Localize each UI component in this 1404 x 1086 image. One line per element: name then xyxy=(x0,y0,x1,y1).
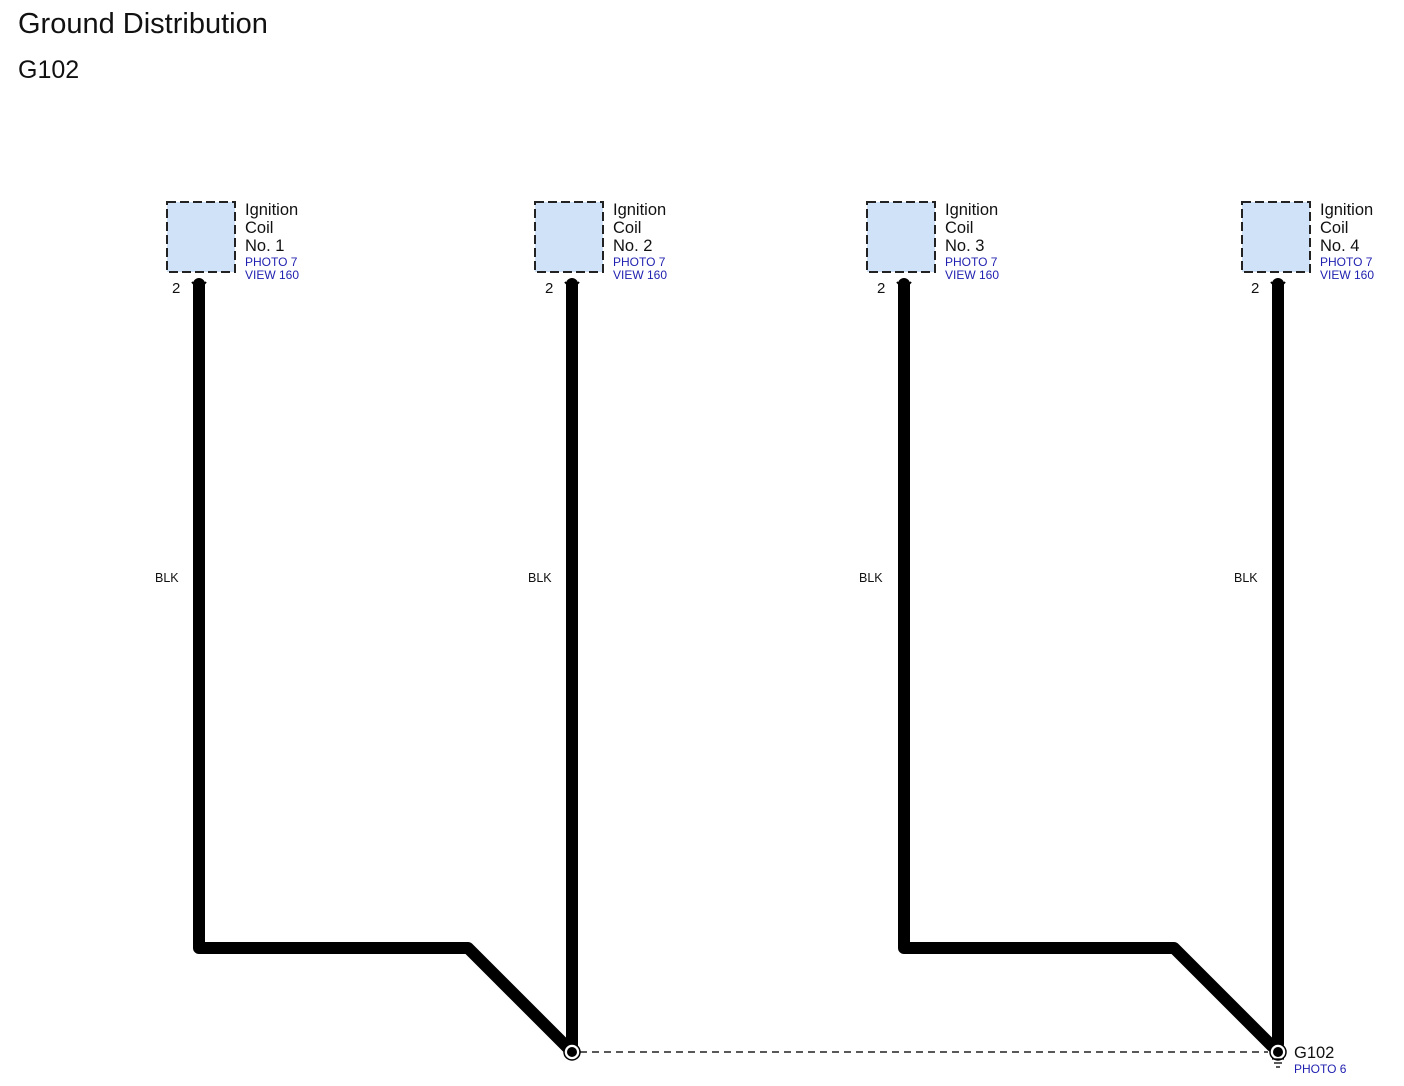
photo-reference-link[interactable]: PHOTO 7 xyxy=(1320,255,1373,269)
wire-color-label: BLK xyxy=(155,571,179,585)
ground-photo-reference-link[interactable]: PHOTO 6 xyxy=(1294,1062,1347,1076)
view-reference-link[interactable]: VIEW 160 xyxy=(1320,268,1374,282)
view-reference-link[interactable]: VIEW 160 xyxy=(245,268,299,282)
component-name-line: No. 3 xyxy=(945,237,984,255)
pin-terminal-icon xyxy=(191,281,207,287)
photo-reference-link[interactable]: PHOTO 7 xyxy=(245,255,298,269)
pin-terminal-icon xyxy=(1270,281,1286,287)
component-name-line: No. 2 xyxy=(613,237,652,255)
component-name-line: Coil xyxy=(1320,219,1348,237)
wire-coil-3[interactable] xyxy=(898,278,1278,1052)
wire-color-label: BLK xyxy=(528,571,552,585)
component-name-line: No. 1 xyxy=(245,237,284,255)
component-name-line: Coil xyxy=(245,219,273,237)
component-ignition-coil-1[interactable]: Ignition Coil No. 1 PHOTO 7 VIEW 160 2 B… xyxy=(155,201,299,585)
page-subtitle: G102 xyxy=(18,56,80,84)
ground-name: G102 xyxy=(1294,1044,1334,1062)
pin-number: 2 xyxy=(1251,280,1259,297)
component-box[interactable] xyxy=(1241,201,1311,273)
component-ignition-coil-2[interactable]: Ignition Coil No. 2 PHOTO 7 VIEW 160 2 B… xyxy=(528,201,667,585)
ground-g102[interactable]: G102 PHOTO 6 xyxy=(1269,1043,1347,1076)
component-ignition-coil-4[interactable]: Ignition Coil No. 4 PHOTO 7 VIEW 160 2 B… xyxy=(1234,201,1374,585)
view-reference-link[interactable]: VIEW 160 xyxy=(613,268,667,282)
splice-dot-icon xyxy=(567,1047,577,1057)
component-ignition-coil-3[interactable]: Ignition Coil No. 3 PHOTO 7 VIEW 160 2 B… xyxy=(859,201,999,585)
component-box[interactable] xyxy=(166,201,236,273)
pin-number: 2 xyxy=(545,280,553,297)
photo-reference-link[interactable]: PHOTO 7 xyxy=(945,255,998,269)
component-name-line: No. 4 xyxy=(1320,237,1359,255)
component-box[interactable] xyxy=(534,201,604,273)
component-name-line: Ignition xyxy=(245,201,298,219)
component-name-line: Ignition xyxy=(1320,201,1373,219)
pin-terminal-icon xyxy=(896,281,912,287)
splice-point[interactable] xyxy=(563,1043,581,1061)
view-reference-link[interactable]: VIEW 160 xyxy=(945,268,999,282)
wire-coil-1[interactable] xyxy=(193,278,573,1053)
photo-reference-link[interactable]: PHOTO 7 xyxy=(613,255,666,269)
component-name-line: Ignition xyxy=(613,201,666,219)
page-title: Ground Distribution xyxy=(18,8,268,40)
wires xyxy=(193,278,1284,1053)
wire-color-label: BLK xyxy=(1234,571,1258,585)
component-name-line: Ignition xyxy=(945,201,998,219)
ground-symbol-icon xyxy=(1272,1058,1284,1068)
pin-number: 2 xyxy=(172,280,180,297)
component-box[interactable] xyxy=(866,201,936,273)
component-name-line: Coil xyxy=(945,219,973,237)
pin-terminal-icon xyxy=(564,281,580,287)
wire-color-label: BLK xyxy=(859,571,883,585)
pin-number: 2 xyxy=(877,280,885,297)
component-name-line: Coil xyxy=(613,219,641,237)
ground-dot-icon xyxy=(1273,1047,1283,1057)
